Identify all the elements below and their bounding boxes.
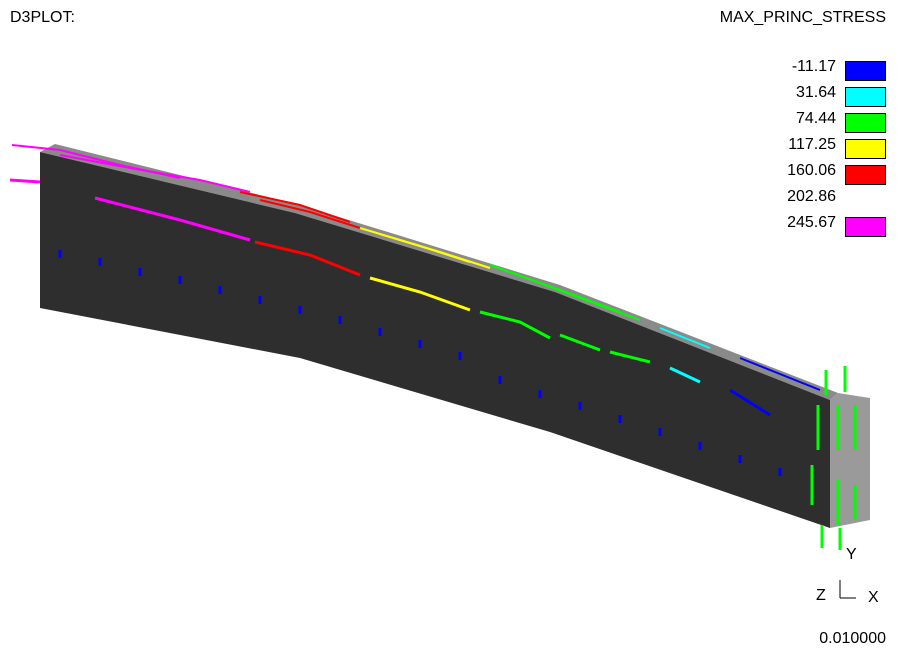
axis-x-label: X [868,589,879,606]
legend-swatch [845,87,886,107]
legend-row: 117.25 [744,135,894,159]
axis-z-label: Z [816,587,826,604]
legend-swatch [845,113,886,133]
axis-triad-lines [839,580,856,599]
beam-front-face [40,152,830,528]
legend-value: 245.67 [787,214,836,231]
plot-title: D3PLOT: [10,9,75,26]
legend-value: -11.17 [791,58,836,75]
legend-title: MAX_PRINC_STRESS [719,9,886,26]
legend-swatch [845,61,886,81]
legend-value: 117.25 [788,136,836,153]
beam-end-face [830,393,870,528]
legend-swatch [845,217,886,237]
stress-vectors-top [11,144,821,391]
legend-swatch [845,139,886,159]
stress-vectors-low [58,250,782,476]
legend-value: 160.06 [787,162,836,179]
legend-row: 31.64 [744,83,894,107]
legend-row: 202.86 [744,187,894,209]
stress-vectors-mid [9,178,771,417]
beam-top-face [40,144,838,400]
legend-row: 245.67 [744,213,894,237]
axis-y-label: Y [846,546,857,563]
legend-swatch [845,165,886,185]
legend-value: 31.64 [795,84,836,101]
axis-triad-icon: Y Z X [808,540,888,610]
stress-vectors-end [810,366,857,550]
legend-value: 202.86 [787,188,836,205]
legend-row: -11.17 [744,57,894,81]
legend-row: 160.06 [744,161,894,185]
legend-row: 74.44 [744,109,894,133]
legend-value: 74.44 [795,110,836,127]
time-value: 0.010000 [819,630,886,647]
